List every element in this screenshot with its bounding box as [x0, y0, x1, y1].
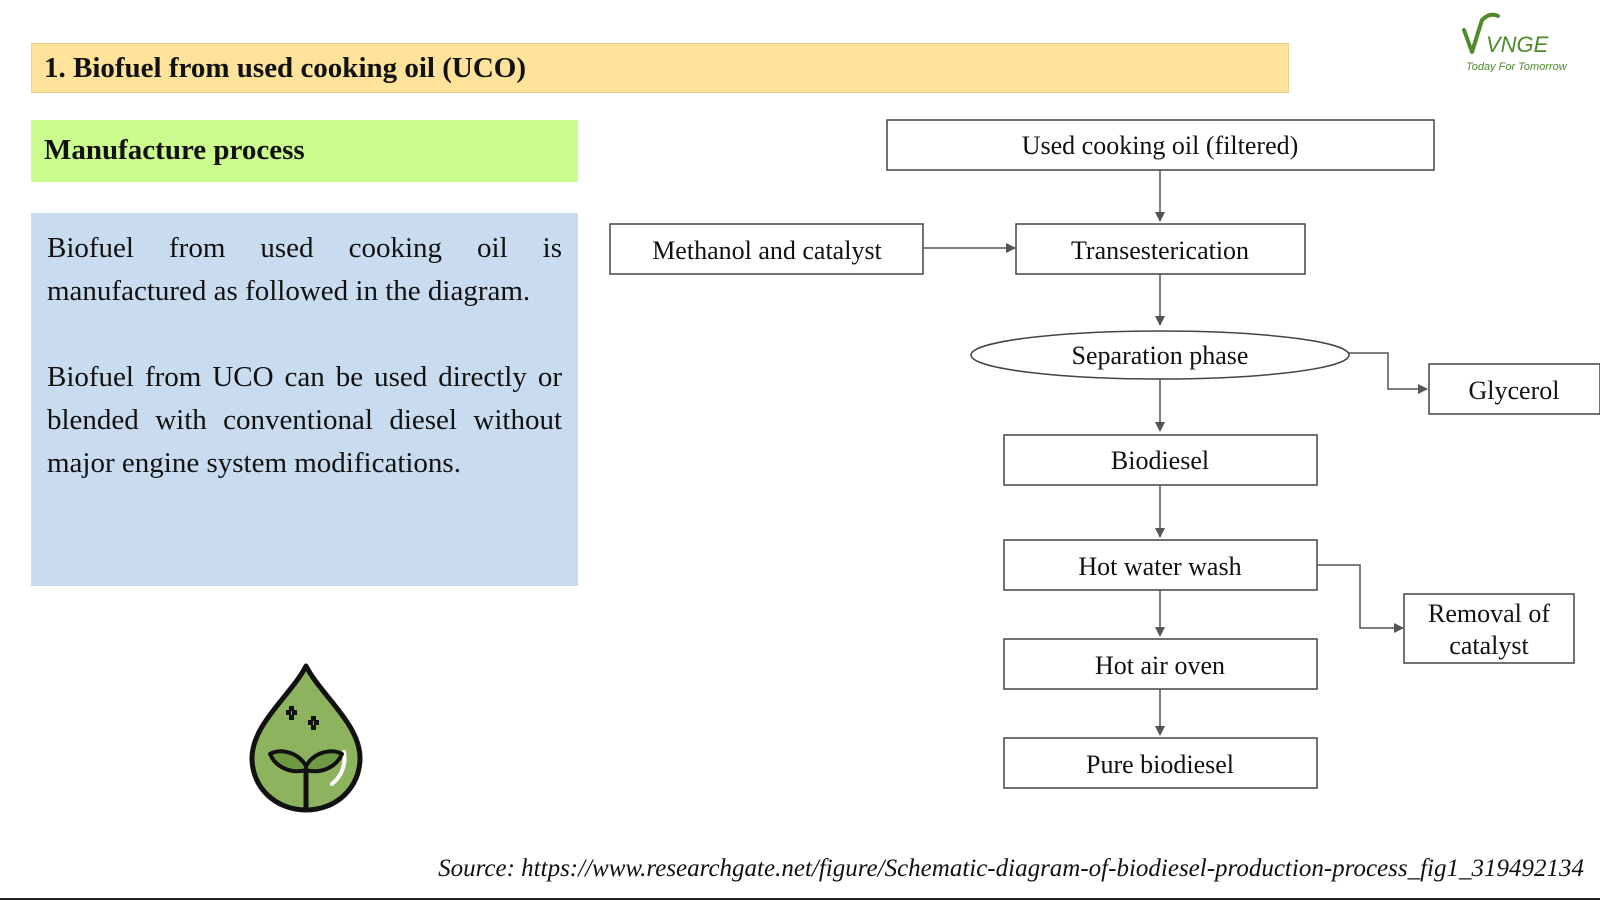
label-separation-phase: Separation phase: [1072, 341, 1249, 370]
description-paragraph-1: Biofuel from used cooking oil is manufac…: [47, 232, 562, 307]
edge-wash-to-removal: [1317, 564, 1404, 633]
node-glycerol: [1428, 363, 1600, 415]
edge-separation-to-glycerol: [1349, 352, 1428, 394]
node-removal-of-catalyst: [1403, 593, 1575, 664]
source-citation: Source: https://www.researchgate.net/fig…: [438, 855, 1584, 882]
node-used-cooking-oil: [886, 119, 1435, 171]
slide-title-bar: 1. Biofuel from used cooking oil (UCO): [31, 43, 1289, 93]
label-hot-water-wash: Hot water wash: [1078, 552, 1241, 581]
node-hot-air-oven: [1003, 638, 1318, 690]
label-removal-line-1: Removal of: [1428, 599, 1550, 628]
section-heading-bar: Manufacture process: [31, 120, 578, 182]
node-pure-biodiesel: [1003, 737, 1318, 789]
node-biodiesel: [1003, 434, 1318, 486]
description-box: Biofuel from used cooking oil is manufac…: [31, 213, 578, 586]
logo-tagline: Today For Tomorrow: [1466, 61, 1568, 72]
label-glycerol: Glycerol: [1469, 376, 1560, 405]
label-transesterification: Transesterication: [1071, 236, 1249, 265]
label-removal-line-2: catalyst: [1449, 631, 1529, 660]
slide-title: 1. Biofuel from used cooking oil (UCO): [44, 52, 526, 84]
logo-text: VNGE: [1486, 32, 1549, 57]
node-transesterification: [1015, 223, 1306, 275]
label-used-cooking-oil: Used cooking oil (filtered): [1022, 131, 1299, 160]
label-methanol-catalyst: Methanol and catalyst: [652, 236, 882, 265]
vnge-logo: VNGE Today For Tomorrow: [1462, 12, 1568, 72]
description-paragraph-2: Biofuel from UCO can be used directly or…: [47, 361, 562, 479]
bottom-divider: [0, 898, 1600, 900]
leaf-droplet-icon: [249, 663, 363, 813]
label-biodiesel: Biodiesel: [1111, 446, 1209, 475]
section-heading: Manufacture process: [44, 134, 305, 166]
node-methanol-catalyst: [609, 223, 924, 275]
label-pure-biodiesel: Pure biodiesel: [1086, 750, 1234, 779]
node-hot-water-wash: [1003, 539, 1318, 591]
node-separation-phase: [970, 330, 1350, 380]
label-hot-air-oven: Hot air oven: [1095, 651, 1225, 680]
